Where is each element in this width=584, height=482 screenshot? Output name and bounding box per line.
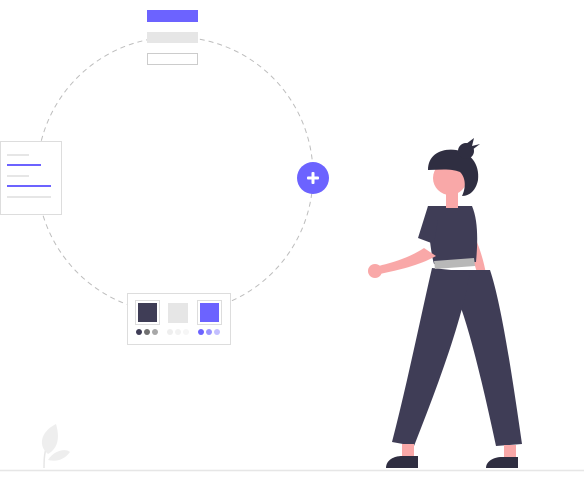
document-line: [7, 185, 51, 187]
swatch-dot: [198, 329, 204, 335]
swatch-dot: [144, 329, 150, 335]
add-icon: [307, 172, 319, 184]
woman-ankle: [402, 444, 414, 456]
swatch-dark-fill: [138, 303, 157, 322]
document-line: [7, 196, 51, 198]
top-accent-bar: [147, 10, 198, 22]
add-button[interactable]: [297, 162, 329, 194]
top-outline-bar: [147, 53, 198, 65]
woman-ankle: [504, 445, 516, 457]
document-line: [7, 154, 29, 156]
swatch-dot: [175, 329, 181, 335]
woman-hand: [368, 264, 382, 278]
swatch-dot: [214, 329, 220, 335]
swatch-dot: [206, 329, 212, 335]
woman-figure: [368, 138, 522, 468]
document-card-icon: [0, 141, 62, 215]
swatch-dot: [152, 329, 158, 335]
swatch-accent-fill: [200, 303, 219, 322]
woman-sleeve: [418, 206, 438, 244]
swatch-dot: [136, 329, 142, 335]
woman-belt: [434, 258, 475, 269]
document-line: [7, 175, 29, 177]
color-swatch-card-icon: [127, 293, 231, 345]
woman-pants-front-leg: [392, 268, 470, 446]
top-gray-bar: [147, 32, 198, 43]
document-card-frame: [0, 141, 62, 215]
document-line: [7, 164, 41, 166]
swatch-dot: [167, 329, 173, 335]
woman-shoe: [386, 456, 418, 468]
top-bar-stack: [147, 10, 198, 65]
woman-hair: [428, 149, 479, 196]
swatch-gray-fill[interactable]: [168, 303, 188, 323]
woman-shirt: [426, 206, 478, 264]
dashed-orbit-circle: [36, 36, 314, 314]
swatch-dot: [183, 329, 189, 335]
woman-shoe: [486, 457, 518, 468]
woman-front-arm: [378, 248, 436, 274]
woman-pants-back-leg: [448, 270, 522, 446]
leaf-icon: [41, 424, 70, 469]
woman-hair-tuft: [466, 138, 480, 150]
